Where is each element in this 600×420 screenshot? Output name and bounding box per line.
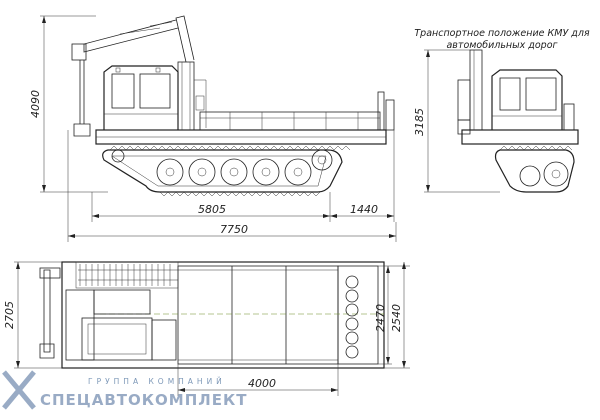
dim-plan-width-left-label: 2705 xyxy=(3,301,16,329)
plan-view: 2705 2470 2540 4000 xyxy=(3,261,410,396)
side-flatbed xyxy=(199,91,395,131)
dim-side-height-label: 4090 xyxy=(29,90,42,118)
watermark-subtitle: ГРУППА КОМПАНИЙ xyxy=(88,377,226,386)
side-view: 4090 5805 1440 7750 xyxy=(29,15,397,242)
side-crane xyxy=(71,15,207,137)
transport-note-line2: автомобильных дорог xyxy=(446,40,558,51)
watermark-x-icon xyxy=(2,370,36,410)
dim-side-track-label: 5805 xyxy=(198,203,226,216)
dim-side-total-label: 7750 xyxy=(220,223,248,236)
dim-side-overhang-label: 1440 xyxy=(350,203,378,216)
plan-track-top xyxy=(75,261,179,289)
dim-plan-total-width-label: 2540 xyxy=(390,304,403,332)
dim-plan-length-label: 4000 xyxy=(248,377,276,390)
plan-outline xyxy=(61,261,385,369)
dim-side-height xyxy=(40,15,108,193)
dim-plan-track-width-label: 2470 xyxy=(374,304,387,332)
side-cab xyxy=(103,65,179,130)
plan-rollers xyxy=(345,275,359,359)
transport-note-line1: Транспортное положение КМУ для xyxy=(414,28,590,39)
dim-side-length xyxy=(91,130,395,222)
side-track-teeth xyxy=(109,145,351,197)
side-road-wheels xyxy=(111,149,333,186)
watermark-brand: СПЕЦАВТОКОМПЛЕКТ xyxy=(40,391,247,409)
dim-side-total xyxy=(67,130,397,242)
dim-transport-height-label: 3185 xyxy=(413,108,426,136)
side-track-outline xyxy=(102,149,343,193)
watermark-logo: ГРУППА КОМПАНИЙ СПЕЦАВТОКОМПЛЕКТ xyxy=(2,370,247,410)
transport-view: Транспортное положение КМУ для автомобил… xyxy=(413,28,590,193)
